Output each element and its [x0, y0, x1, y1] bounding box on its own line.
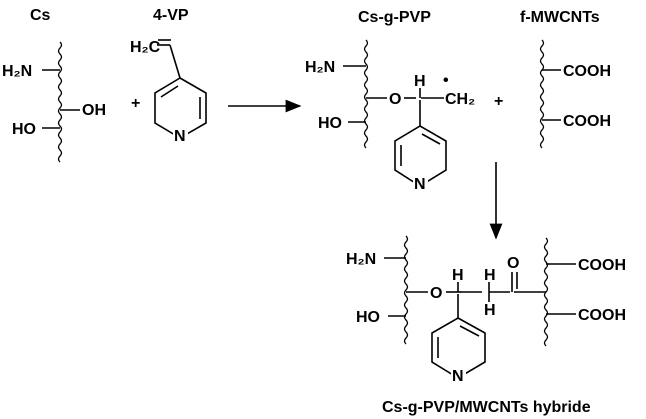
vp-vinyl-ring-bond [169, 44, 181, 79]
vp-vinyl-label: H₂C [130, 39, 161, 56]
cs-g-pvp-ho-label: HO [318, 115, 342, 132]
hybrid-cooh1-label: COOH [578, 257, 626, 274]
hybrid-nh2-label: H₂N [346, 251, 376, 268]
plus-sign-2: + [494, 93, 503, 110]
f-mwcnts-cooh2-label: COOH [563, 113, 611, 130]
hybrid-ho-label: HO [356, 309, 380, 326]
hybrid-n-label: N [452, 368, 464, 385]
f-mwcnts-structure: COOH COOH [539, 39, 611, 149]
vp-n-label: N [174, 128, 186, 145]
cs-g-pvp-radical-dot: • [443, 72, 449, 89]
cs-g-pvp-ring-inner-2 [421, 133, 441, 145]
chitosan-backbone [57, 41, 63, 163]
cs-g-pvp-n-mask [413, 174, 428, 190]
hybrid-cnt-backbone [543, 237, 549, 347]
hybrid-n-mask [451, 366, 466, 382]
cs-g-pvp-o-label: O [389, 91, 401, 108]
cs-g-pvp-nh2-label: H₂N [305, 59, 335, 76]
hybrid-cooh2-label: COOH [578, 307, 626, 324]
cs-nh2-label: H₂N [2, 63, 32, 80]
plus-sign-1: + [131, 95, 140, 112]
cs-g-pvp-n-label: N [414, 176, 426, 193]
cs-oh-label: OH [82, 102, 106, 119]
hybrid-carbonyl-o-label: O [507, 255, 519, 272]
header-cs: Cs [30, 7, 51, 24]
header-cs-g-pvp: Cs-g-PVP [358, 9, 431, 26]
cs-g-pvp-ch2-label: CH₂ [445, 91, 475, 108]
chitosan-structure: H₂N OH HO [2, 41, 106, 163]
f-mwcnts-cooh1-label: COOH [563, 63, 611, 80]
hybrid-h1-label: H [452, 267, 464, 284]
cs-g-pvp-h-label: H [414, 73, 426, 90]
header-4vp: 4-VP [153, 7, 189, 24]
vinylpyridine-structure: H₂C N [130, 39, 207, 145]
header-f-mwcnts: f-MWCNTs [520, 9, 600, 26]
vp-ring-inner-2 [160, 85, 179, 98]
hybrid-caption: Cs-g-PVP/MWCNTs hybride [382, 399, 591, 416]
cs-g-pvp-backbone [363, 39, 369, 149]
hybrid-cs-backbone [403, 235, 409, 345]
hybrid-ring-inner-2 [459, 325, 480, 337]
hybrid-o-label: O [430, 285, 442, 302]
vp-n-mask [173, 126, 188, 142]
hybrid-structure: H₂N O H H H O HO N COOH COOH [346, 235, 626, 385]
hybrid-h3-label: H [484, 302, 496, 319]
hybrid-h2-label: H [484, 267, 496, 284]
cs-g-pvp-structure: H₂N O H • CH₂ HO N [305, 39, 475, 193]
f-mwcnts-backbone [539, 39, 545, 149]
cs-ho-label: HO [12, 121, 36, 138]
